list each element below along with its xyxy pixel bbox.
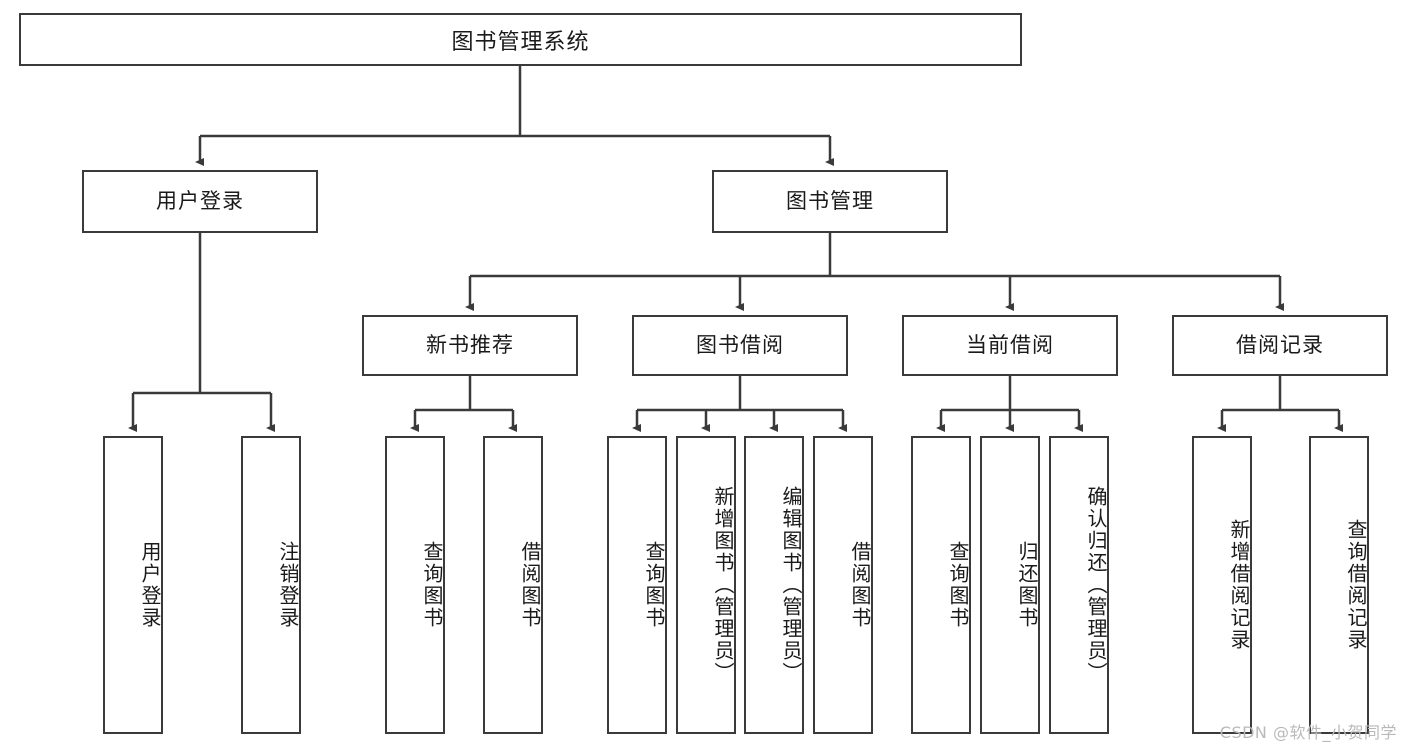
node-leaf-borrow-book-1[interactable]: 借阅图书 bbox=[483, 436, 543, 734]
node-leaf-query-record[interactable]: 查询借阅记录 bbox=[1309, 436, 1369, 734]
node-current-borrow[interactable]: 当前借阅 bbox=[902, 315, 1118, 376]
node-leaf-return-book[interactable]: 归还图书 bbox=[980, 436, 1040, 734]
node-leaf-borrow-book-2-label: 借阅图书 bbox=[848, 541, 872, 629]
node-leaf-add-record[interactable]: 新增借阅记录 bbox=[1192, 436, 1252, 734]
node-book-borrow-label: 图书借阅 bbox=[696, 332, 784, 357]
node-user-login[interactable]: 用户登录 bbox=[82, 170, 318, 233]
node-leaf-edit-book[interactable]: 编辑图书（管理员） bbox=[744, 436, 804, 734]
node-borrow-record[interactable]: 借阅记录 bbox=[1172, 315, 1388, 376]
node-leaf-query-book-1[interactable]: 查询图书 bbox=[385, 436, 445, 734]
node-leaf-logout[interactable]: 注销登录 bbox=[241, 436, 301, 734]
node-root[interactable]: 图书管理系统 bbox=[19, 13, 1022, 66]
node-leaf-borrow-book-1-label: 借阅图书 bbox=[518, 541, 542, 629]
node-leaf-borrow-book-2[interactable]: 借阅图书 bbox=[813, 436, 873, 734]
node-leaf-add-book[interactable]: 新增图书（管理员） bbox=[676, 436, 736, 734]
node-leaf-user-login-label: 用户登录 bbox=[138, 541, 162, 629]
node-leaf-user-login[interactable]: 用户登录 bbox=[103, 436, 163, 734]
node-leaf-confirm-return-label: 确认归还（管理员） bbox=[1084, 486, 1108, 684]
node-new-book-rec-label: 新书推荐 bbox=[426, 332, 514, 357]
csdn-watermark: CSDN @软件_小贺同学 bbox=[1219, 723, 1397, 742]
node-leaf-query-record-label: 查询借阅记录 bbox=[1344, 519, 1368, 651]
node-leaf-add-record-label: 新增借阅记录 bbox=[1227, 519, 1251, 651]
node-new-book-rec[interactable]: 新书推荐 bbox=[362, 315, 578, 376]
node-user-login-label: 用户登录 bbox=[156, 188, 244, 213]
node-book-manage[interactable]: 图书管理 bbox=[712, 170, 948, 233]
node-leaf-logout-label: 注销登录 bbox=[276, 541, 300, 629]
node-book-manage-label: 图书管理 bbox=[786, 188, 874, 213]
node-leaf-query-book-1-label: 查询图书 bbox=[420, 541, 444, 629]
node-leaf-return-book-label: 归还图书 bbox=[1015, 541, 1039, 629]
node-book-borrow[interactable]: 图书借阅 bbox=[632, 315, 848, 376]
node-current-borrow-label: 当前借阅 bbox=[966, 332, 1054, 357]
node-leaf-query-book-3[interactable]: 查询图书 bbox=[911, 436, 971, 734]
node-leaf-query-book-2[interactable]: 查询图书 bbox=[607, 436, 667, 734]
node-leaf-edit-book-label: 编辑图书（管理员） bbox=[779, 486, 803, 684]
node-leaf-confirm-return[interactable]: 确认归还（管理员） bbox=[1049, 436, 1109, 734]
node-leaf-query-book-3-label: 查询图书 bbox=[946, 541, 970, 629]
node-root-label: 图书管理系统 bbox=[451, 29, 590, 55]
node-borrow-record-label: 借阅记录 bbox=[1236, 332, 1324, 357]
node-leaf-query-book-2-label: 查询图书 bbox=[642, 541, 666, 629]
node-leaf-add-book-label: 新增图书（管理员） bbox=[711, 486, 735, 684]
